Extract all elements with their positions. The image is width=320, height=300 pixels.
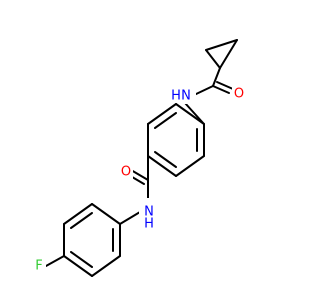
benzamide-group — [126, 123, 149, 199]
bond — [193, 85, 214, 96]
cyclopropanecarbonyl-group — [193, 67, 234, 96]
bond — [130, 169, 149, 181]
bond — [147, 155, 177, 177]
bond — [147, 103, 177, 125]
oxygen-label: O — [234, 87, 244, 102]
bond — [212, 85, 230, 94]
atom-label-o-benzamide: O — [119, 164, 133, 180]
benzene-ring-center — [147, 102, 205, 177]
bond — [212, 67, 221, 87]
nitrogen-symbol: N — [144, 205, 154, 220]
bond — [175, 155, 205, 177]
oxygen-label: O — [121, 165, 131, 180]
bond-aromatic — [154, 112, 177, 129]
atom-label-n-cyclopropyl-amide: N H — [171, 86, 196, 104]
bond — [175, 103, 205, 125]
atom-label-n-benzamide: N H — [139, 198, 161, 232]
amide-hydrogen-label: H — [144, 217, 154, 232]
bond — [45, 255, 65, 267]
atom-label-o-cyclopropyl-amide: O — [232, 86, 246, 102]
cyclopropane-ring — [205, 39, 238, 69]
bond — [63, 203, 93, 225]
bond — [63, 255, 93, 277]
atom-label-fluorine: F — [32, 258, 46, 274]
bond — [91, 255, 121, 277]
molecule-structure: N H O O N H F — [32, 39, 246, 277]
fluorine-label: F — [35, 259, 42, 274]
bond-aromatic — [70, 251, 93, 268]
nitrogen-symbol: N — [181, 89, 191, 104]
amide-hydrogen-label: H — [171, 89, 181, 104]
bond — [91, 203, 121, 225]
fluorophenyl-ring — [45, 203, 141, 277]
bond — [219, 39, 238, 69]
bond — [119, 211, 141, 225]
bond-aromatic — [154, 151, 177, 168]
bond — [205, 49, 221, 69]
bond-double — [216, 81, 234, 90]
bond-aromatic — [70, 212, 93, 229]
bond — [184, 102, 205, 125]
bond — [205, 39, 238, 51]
